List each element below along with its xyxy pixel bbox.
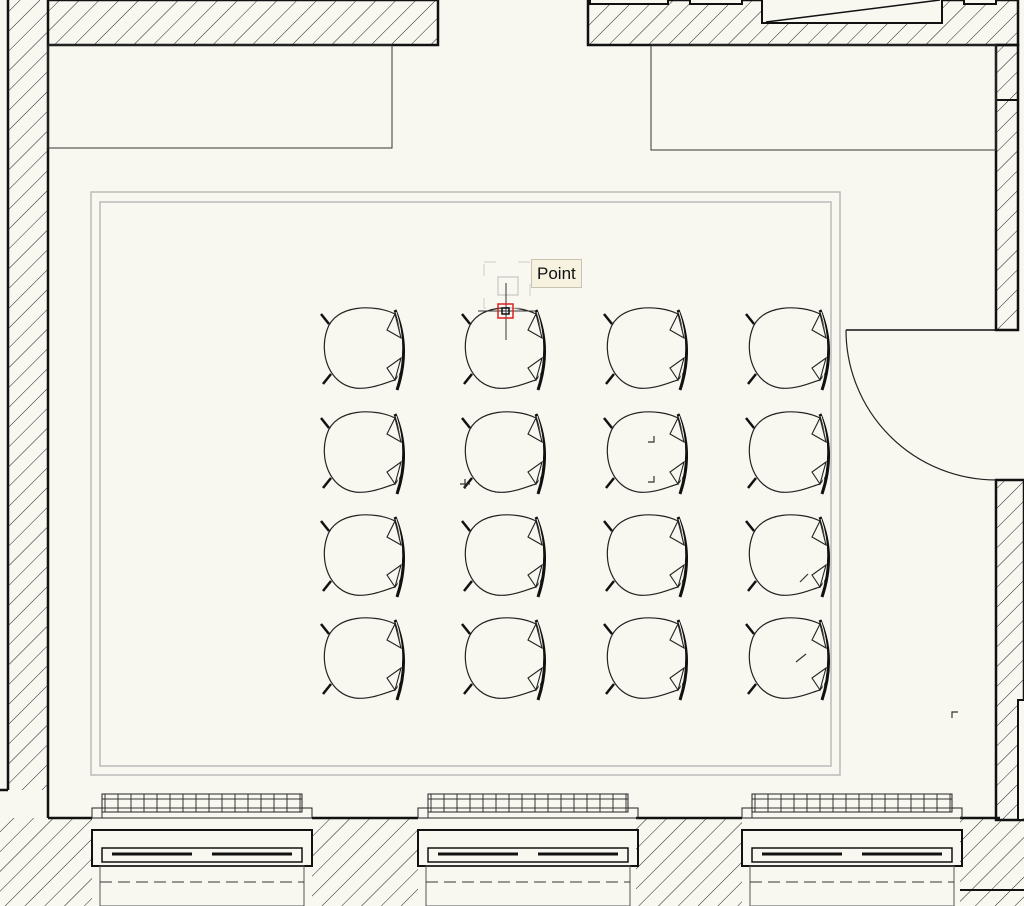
- chair[interactable]: [602, 513, 689, 599]
- chair[interactable]: [460, 616, 547, 702]
- chair[interactable]: [460, 410, 547, 496]
- window-1: [90, 790, 314, 906]
- chair[interactable]: [319, 616, 406, 702]
- window-3: [740, 790, 964, 906]
- door: [845, 329, 997, 481]
- snap-marker: [497, 303, 514, 319]
- chair[interactable]: [460, 306, 547, 392]
- chair[interactable]: [602, 410, 689, 496]
- snap-tooltip: Point: [531, 259, 582, 288]
- chair-grid: [319, 306, 831, 702]
- stray-marks: [460, 436, 958, 718]
- chair[interactable]: [319, 410, 406, 496]
- chair[interactable]: [744, 616, 831, 702]
- chair[interactable]: [602, 306, 689, 392]
- chair[interactable]: [744, 306, 831, 392]
- carpet-outer: [90, 191, 841, 776]
- chair[interactable]: [460, 513, 547, 599]
- chair[interactable]: [744, 513, 831, 599]
- chair[interactable]: [744, 410, 831, 496]
- window-2: [416, 790, 640, 906]
- carpet-inner: [99, 201, 832, 767]
- chair[interactable]: [319, 513, 406, 599]
- crosshair-cursor: [478, 261, 536, 340]
- cabinet-left: [47, 44, 393, 149]
- chair[interactable]: [602, 616, 689, 702]
- cabinet-right: [650, 44, 997, 151]
- chair[interactable]: [319, 306, 406, 392]
